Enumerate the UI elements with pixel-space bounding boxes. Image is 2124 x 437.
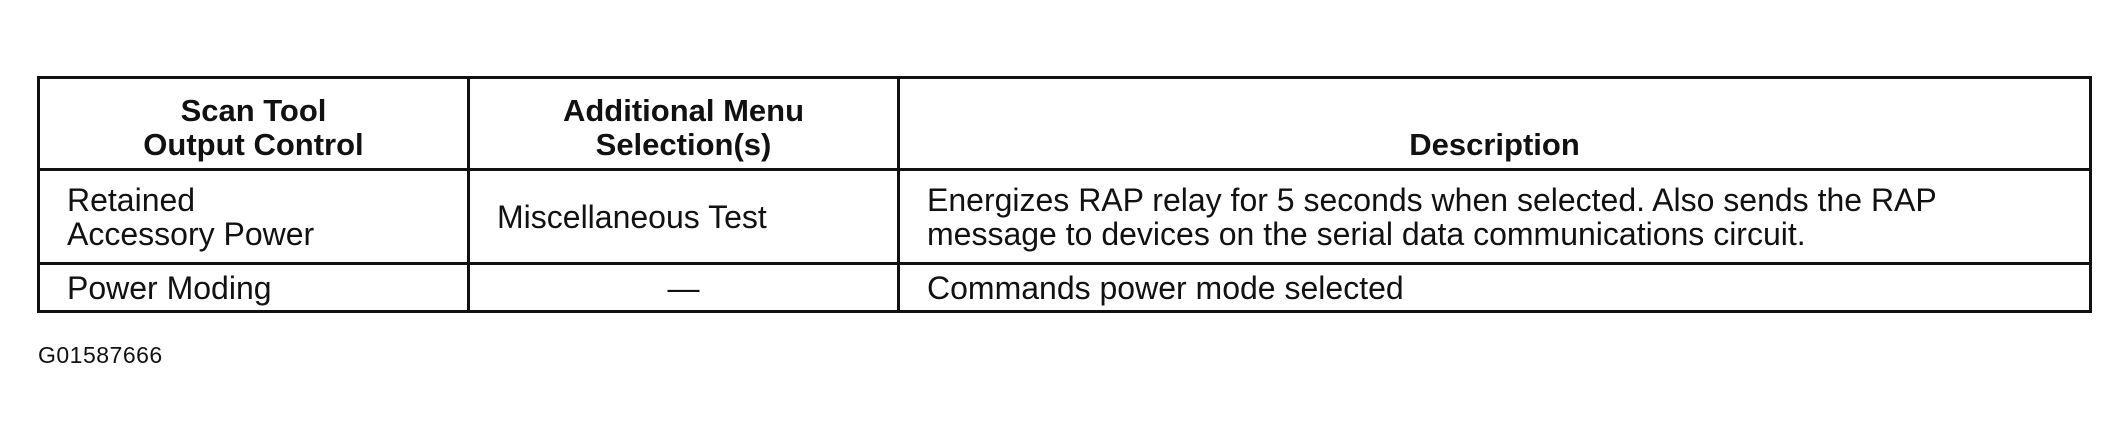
cell-line: Retained bbox=[67, 181, 196, 218]
cell-output-control: Retained Accessory Power bbox=[37, 168, 470, 265]
cell-line: Accessory Power bbox=[67, 215, 315, 252]
table-row: Retained Accessory Power Miscellaneous T… bbox=[37, 168, 2092, 265]
cell-output-control: Power Moding bbox=[37, 262, 470, 313]
cell-menu-selection: Miscellaneous Test bbox=[467, 168, 900, 265]
header-line: Output Control bbox=[143, 127, 364, 162]
table-header-row: Scan Tool Output Control Additional Menu… bbox=[37, 76, 2092, 171]
header-scan-tool-output-control: Scan Tool Output Control bbox=[37, 76, 470, 171]
cell-menu-selection: — bbox=[467, 262, 900, 313]
cell-description: Commands power mode selected bbox=[897, 262, 2092, 313]
cell-line: Energizes RAP relay for 5 seconds when s… bbox=[927, 181, 1937, 218]
header-line: Selection(s) bbox=[595, 127, 772, 162]
header-line: Description bbox=[1409, 127, 1580, 162]
cell-line: — bbox=[667, 269, 700, 306]
output-control-table: Scan Tool Output Control Additional Menu… bbox=[37, 76, 2092, 313]
figure-id-caption: G01587666 bbox=[38, 342, 163, 368]
cell-line: Miscellaneous Test bbox=[497, 198, 767, 235]
cell-description: Energizes RAP relay for 5 seconds when s… bbox=[897, 168, 2092, 265]
table-row: Power Moding — Commands power mode selec… bbox=[37, 262, 2092, 313]
cell-line: Commands power mode selected bbox=[927, 269, 1404, 306]
header-line: Additional Menu bbox=[562, 93, 805, 128]
header-line: Scan Tool bbox=[180, 93, 327, 128]
header-description: Description bbox=[897, 76, 2092, 171]
cell-line: message to devices on the serial data co… bbox=[927, 215, 1806, 252]
cell-line: Power Moding bbox=[67, 269, 272, 306]
header-additional-menu-selections: Additional Menu Selection(s) bbox=[467, 76, 900, 171]
